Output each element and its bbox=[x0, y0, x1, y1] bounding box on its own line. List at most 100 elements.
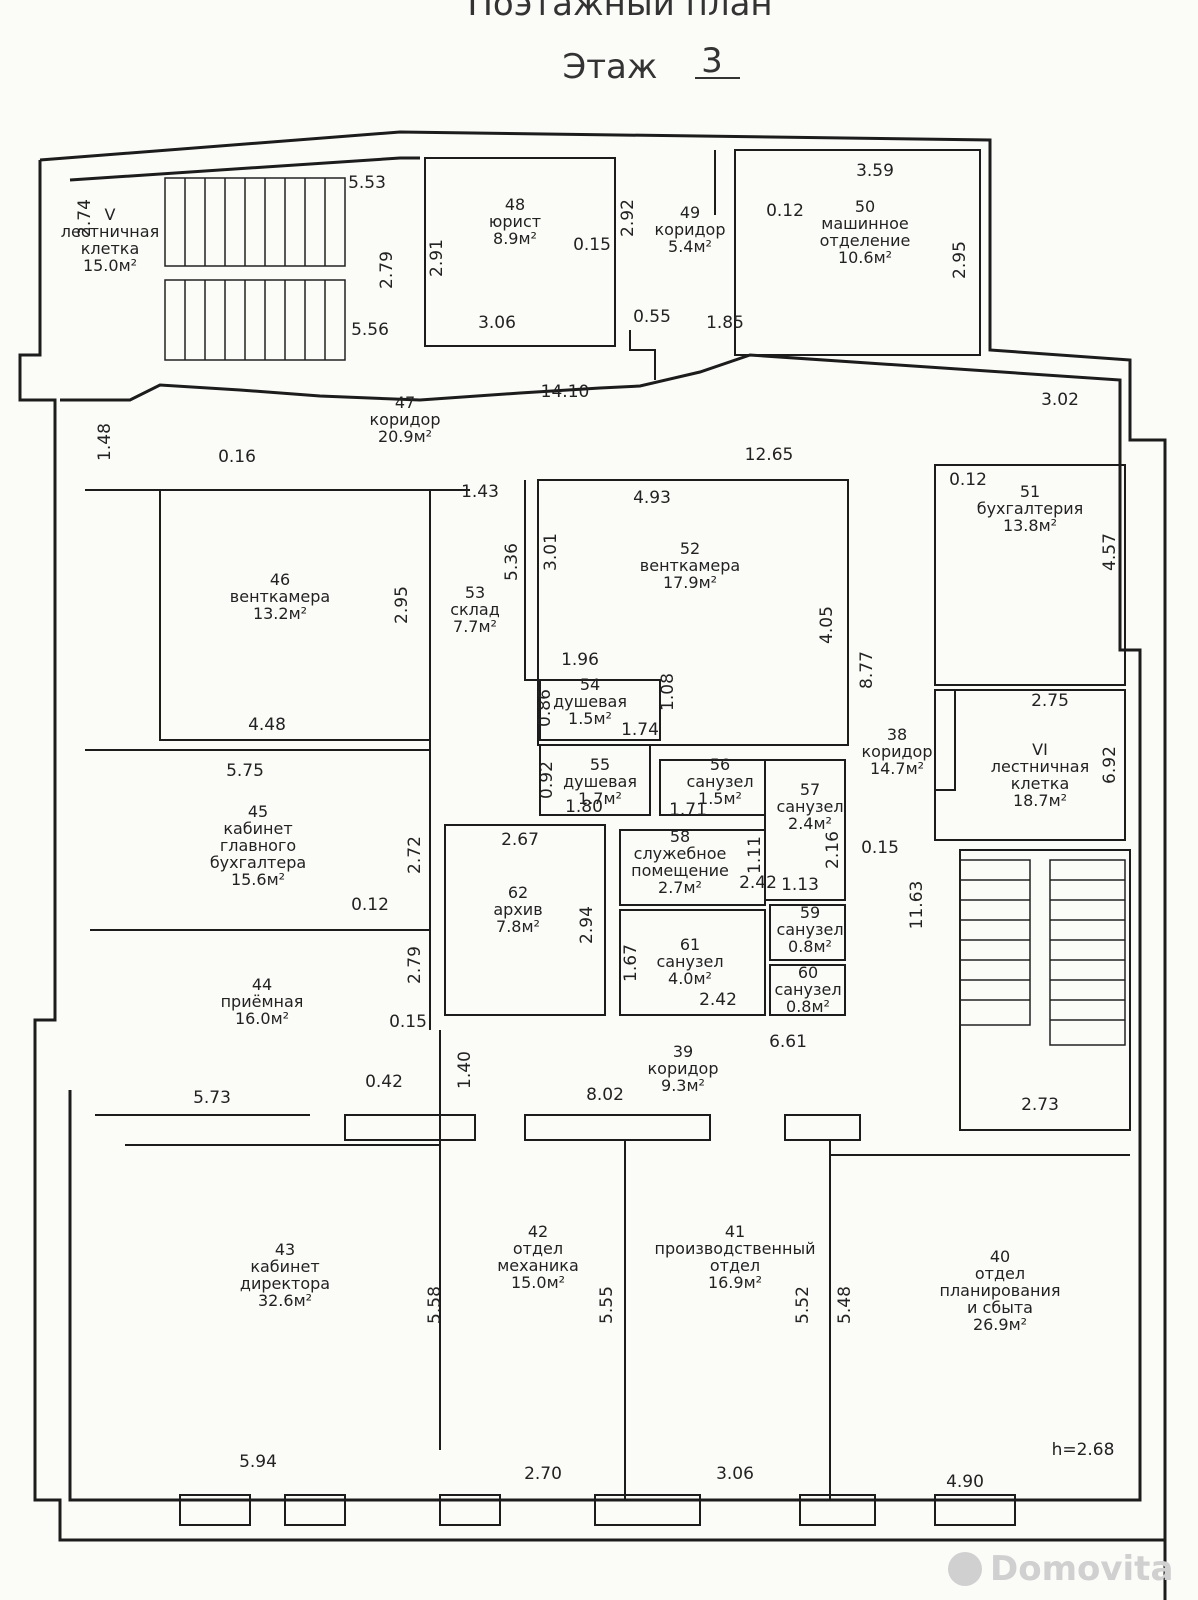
room-name: бухгалтерия bbox=[977, 499, 1084, 518]
dimension-label: 1.13 bbox=[781, 875, 819, 895]
room-number: 44 bbox=[252, 975, 272, 994]
room-name: лестничная bbox=[61, 222, 159, 241]
dimension-label: 0.15 bbox=[573, 235, 611, 255]
dimension-label: 2.16 bbox=[823, 831, 843, 869]
room-name: отдел bbox=[513, 1239, 563, 1258]
room-number: 50 bbox=[855, 197, 875, 216]
room-number: 54 bbox=[580, 675, 600, 694]
room-area: 16.9м² bbox=[708, 1273, 762, 1292]
dimension-label: 2.42 bbox=[739, 873, 777, 893]
room-area: 2.7м² bbox=[658, 878, 702, 897]
plan-title: Поэтажный план bbox=[467, 0, 772, 24]
room-name: производственный bbox=[655, 1239, 816, 1258]
watermark-logo-icon bbox=[948, 1552, 982, 1586]
room-name: отдел bbox=[710, 1256, 760, 1275]
room-name: склад bbox=[450, 600, 500, 619]
dimension-label: 5.36 bbox=[502, 543, 522, 581]
room-name: приёмная bbox=[221, 992, 304, 1011]
room-name: отделение bbox=[820, 231, 911, 250]
room-number: 46 bbox=[270, 570, 290, 589]
room-number: 52 bbox=[680, 539, 700, 558]
outer-walls bbox=[18, 130, 1167, 1600]
dimension-label: 1.67 bbox=[621, 944, 641, 982]
dimension-label: 2.92 bbox=[618, 199, 638, 237]
dimension-label: 3.06 bbox=[478, 313, 516, 333]
room-number: VI bbox=[1032, 740, 1048, 759]
dimension-label: 4.57 bbox=[1100, 533, 1120, 571]
bottom-rooms bbox=[179, 1114, 1130, 1526]
room-number: V bbox=[105, 205, 116, 224]
top-rooms bbox=[424, 149, 981, 380]
dimension-label: 0.42 bbox=[365, 1072, 403, 1092]
room-number: 62 bbox=[508, 883, 528, 902]
dimension-label: 4.05 bbox=[817, 606, 837, 644]
room-name: клетка bbox=[1011, 774, 1070, 793]
room-number: 51 bbox=[1020, 482, 1040, 501]
room-name: душевая bbox=[563, 772, 637, 791]
room-name: коридор bbox=[647, 1059, 718, 1078]
room-area: 0.8м² bbox=[788, 937, 832, 956]
room-number: 42 bbox=[528, 1222, 548, 1241]
room-name: отдел bbox=[975, 1264, 1025, 1283]
room-area: 26.9м² bbox=[973, 1315, 1027, 1334]
dimension-label: 2.42 bbox=[699, 990, 737, 1010]
dimension-label: 4.93 bbox=[633, 488, 671, 508]
watermark: Domovita bbox=[990, 1549, 1173, 1589]
dimension-label: 2.73 bbox=[1021, 1095, 1059, 1115]
room-name: санузел bbox=[776, 920, 843, 939]
room-area: 1.5м² bbox=[568, 709, 612, 728]
room-name: помещение bbox=[631, 861, 729, 880]
dimension-label: 1.48 bbox=[95, 423, 115, 461]
dimension-label: 2.75 bbox=[1031, 691, 1069, 711]
room-name: механика bbox=[497, 1256, 579, 1275]
room-area: 9.3м² bbox=[661, 1076, 705, 1095]
dimension-label: 11.63 bbox=[907, 881, 927, 930]
room-area: 8.9м² bbox=[493, 229, 537, 248]
dimension-label: 1.71 bbox=[669, 800, 707, 820]
room-number: 40 bbox=[990, 1247, 1010, 1266]
dimension-label: 1.40 bbox=[455, 1051, 475, 1089]
room-area: 14.7м² bbox=[870, 759, 924, 778]
room-number: 45 bbox=[248, 802, 268, 821]
room-name: машинное bbox=[821, 214, 908, 233]
right-rooms bbox=[934, 464, 1131, 1131]
dimension-label: 5.58 bbox=[425, 1286, 445, 1324]
dimension-label: 1.43 bbox=[461, 482, 499, 502]
room-area: 20.9м² bbox=[378, 427, 432, 446]
room-name: и сбыта bbox=[967, 1298, 1033, 1317]
room-number: 47 bbox=[395, 393, 415, 412]
room-area: 4.0м² bbox=[668, 969, 712, 988]
dimension-label: 1.96 bbox=[561, 650, 599, 670]
room-area: 7.7м² bbox=[453, 617, 497, 636]
room-number: 60 bbox=[798, 963, 818, 982]
dimension-label: 0.12 bbox=[949, 470, 987, 490]
dimension-label: 0.15 bbox=[389, 1012, 427, 1032]
floor-number: 3 bbox=[701, 41, 723, 81]
dimension-label: 1.85 bbox=[706, 313, 744, 333]
room-area: 18.7м² bbox=[1013, 791, 1067, 810]
dimension-label: 6.92 bbox=[1100, 746, 1120, 784]
center-rooms bbox=[444, 479, 849, 1016]
dimension-label: 3.02 bbox=[1041, 390, 1079, 410]
room-area: 5.4м² bbox=[668, 237, 712, 256]
room-number: 57 bbox=[800, 780, 820, 799]
room-name: коридор bbox=[654, 220, 725, 239]
height-note: h=2.68 bbox=[1052, 1440, 1115, 1460]
room-number: 39 bbox=[673, 1042, 693, 1061]
